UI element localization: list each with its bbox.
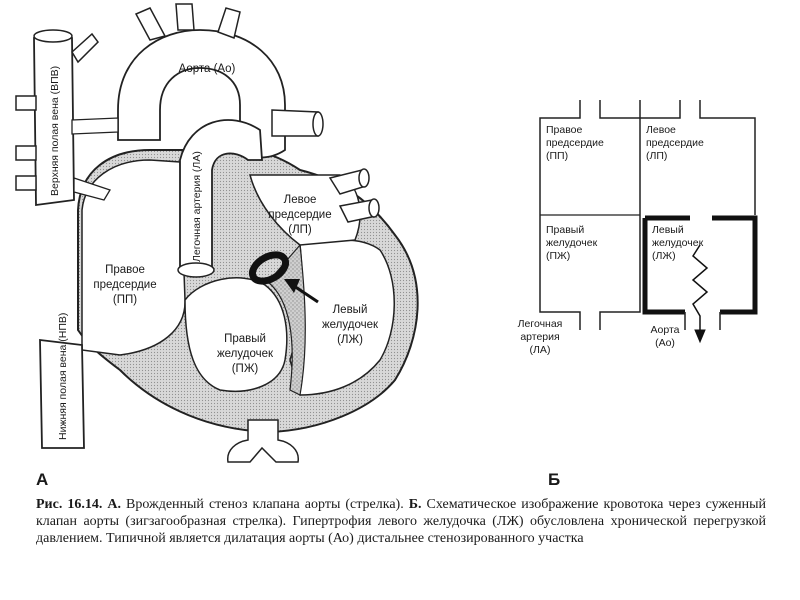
b-label-pa-3: (ЛА)	[530, 344, 551, 356]
panel-b-labels: Правое предсердие (ПП) Левое предсердие …	[518, 124, 704, 489]
caption-part-a-text: Врожденный стеноз клапана аорты (стрелка…	[126, 497, 404, 512]
b-label-pa-1: Легочная	[518, 318, 563, 330]
svc-top	[33, 29, 73, 43]
pulmonary-vein-upper-end	[358, 168, 370, 188]
b-label-ra-1: Правое	[546, 124, 583, 136]
schematic-aorta-outlet	[684, 312, 721, 330]
b-label-la-1: Левое	[646, 124, 676, 136]
schematic-lv-thick-wall	[642, 215, 758, 315]
label-lv-3: (ЛЖ)	[337, 334, 363, 346]
b-label-pa-2: артерия	[520, 331, 559, 343]
b-label-lv-3: (ЛЖ)	[652, 250, 676, 262]
label-lv-2: желудочек	[322, 319, 379, 331]
aorta-branch-2	[175, 3, 195, 31]
svc-branch	[71, 32, 99, 64]
caption-part-b-marker: Б.	[408, 497, 422, 512]
inferior-vena-cava	[39, 338, 85, 449]
panel-a-heart: Аорта (Ао) Верхняя полая вена (ВПВ) Лего…	[15, 3, 419, 489]
label-rv-3: (ПЖ)	[232, 363, 259, 375]
b-label-lv-1: Левый	[652, 224, 684, 236]
caption-figure-number: Рис. 16.14.	[36, 497, 103, 512]
label-la-1: Левое	[284, 194, 317, 206]
stenosis-arrow-head	[284, 279, 300, 293]
label-pulmonary-artery: Легочная артерия (ЛА)	[191, 151, 203, 262]
b-label-rv-3: (ПЖ)	[546, 250, 570, 262]
panel-b-schematic	[539, 100, 758, 344]
pulmonary-vein-lower-end	[368, 198, 380, 218]
label-ivc: Нижняя полая вена (НПВ)	[57, 313, 69, 440]
label-ra-2: предсердие	[93, 279, 156, 291]
b-label-ao-2: (Ао)	[655, 337, 675, 349]
figure-caption: Рис. 16.14. А. Врожденный стеноз клапана…	[36, 496, 766, 547]
svc-connector-1	[71, 117, 119, 135]
label-lv-1: Левый	[333, 304, 368, 316]
pulmonary-artery	[179, 119, 263, 271]
b-label-lv-2: желудочек	[652, 237, 704, 249]
b-label-la-2: предсердие	[646, 137, 704, 149]
label-la-3: (ЛП)	[288, 224, 312, 236]
pulmonary-artery-base	[177, 262, 215, 278]
schematic-la-walls	[640, 100, 756, 215]
panel-a-letter: А	[36, 470, 48, 489]
apex-vessel	[227, 419, 299, 463]
caption-part-b-text: Схематическое изображение кровотока чере…	[36, 497, 767, 546]
schematic-zigzag-arrow	[691, 244, 709, 332]
b-label-ra-2: предсердие	[546, 137, 604, 149]
svc-connector-2	[73, 177, 111, 201]
label-ra-1: Правое	[105, 264, 145, 276]
label-svc: Верхняя полая вена (ВПВ)	[49, 66, 61, 196]
b-label-ra-3: (ПП)	[546, 150, 568, 162]
b-label-la-3: (ЛП)	[646, 150, 667, 162]
panel-b-letter: Б	[548, 470, 560, 489]
aorta-branch-3	[217, 7, 241, 40]
label-la-2: предсердие	[268, 209, 331, 221]
svc-stub-1	[15, 95, 37, 111]
aorta-branch-1	[134, 7, 167, 41]
b-label-ao-1: Аорта	[651, 324, 680, 336]
caption-part-a-marker: А.	[107, 497, 122, 512]
aorta-descending-end	[312, 111, 324, 137]
aorta-descending	[271, 109, 319, 137]
right-ventricle-chamber	[184, 277, 288, 392]
b-label-rv-2: желудочек	[546, 237, 598, 249]
b-label-rv-1: Правый	[546, 224, 584, 236]
schematic-rv-walls	[539, 215, 641, 330]
label-rv-1: Правый	[224, 333, 266, 345]
label-ra-3: (ПП)	[113, 294, 137, 306]
label-aorta: Аорта (Ао)	[179, 63, 236, 75]
stenosis-arrow-shaft	[293, 284, 319, 304]
schematic-zigzag-arrowhead	[694, 329, 706, 344]
schematic-ra-walls	[539, 100, 641, 215]
label-rv-2: желудочек	[217, 348, 274, 360]
svc-stub-2	[15, 145, 37, 161]
svc-stub-3	[15, 175, 37, 191]
aortic-valve-ring	[248, 251, 290, 285]
